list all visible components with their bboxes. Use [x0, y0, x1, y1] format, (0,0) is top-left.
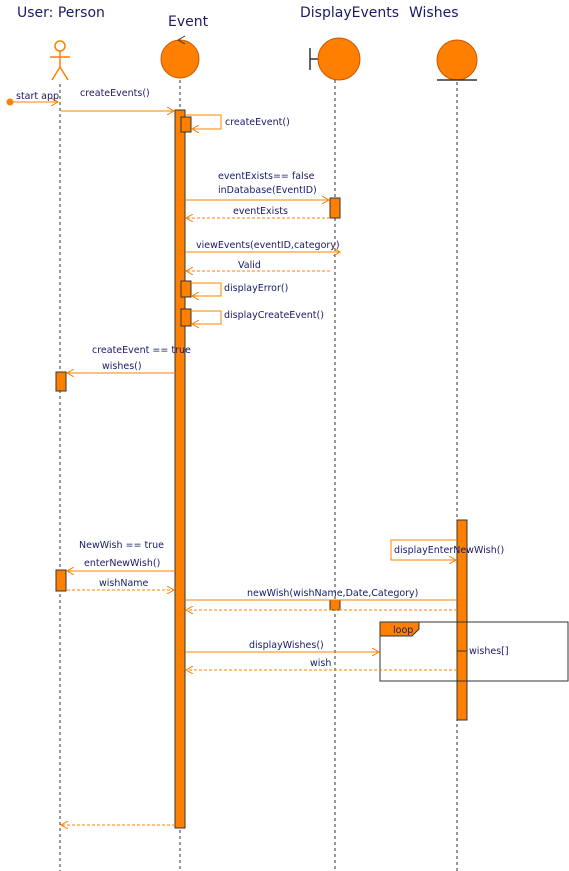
activation-person-wishes [55, 371, 67, 392]
control-icon [160, 35, 200, 79]
start-app-label: start app [16, 91, 59, 102]
participant-display-label: DisplayEvents [300, 5, 399, 21]
display-enter-new-wish-label: displayEnterNewWish() [394, 545, 504, 556]
entity-icon [436, 39, 478, 81]
actor-icon [50, 40, 70, 81]
display-create-event-label: displayCreateEvent() [224, 310, 324, 321]
activation-event-main [174, 109, 186, 829]
activation-create-event [180, 116, 192, 133]
start-dot [6, 98, 14, 106]
valid-label: Valid [238, 260, 261, 271]
display-error-label: displayError() [224, 283, 288, 294]
activation-display-create-event [180, 308, 192, 327]
loop-label: loop [393, 625, 413, 636]
display-wishes-label: displayWishes() [249, 640, 324, 651]
event-exists-false-label: eventExists== false [218, 171, 315, 182]
wish-label: wish [310, 658, 331, 669]
enter-new-wish-label: enterNewWish() [84, 558, 160, 569]
activation-display-error [180, 280, 192, 298]
new-wish-true-label: NewWish == true [79, 540, 164, 551]
participant-wishes-label: Wishes [409, 5, 459, 21]
create-event-label: createEvent() [225, 117, 290, 128]
activation-display-indatabase [329, 197, 341, 219]
participant-event-label: Event [168, 14, 209, 30]
boundary-icon [309, 37, 361, 81]
activation-display-newwish [329, 599, 341, 611]
in-database-label: inDatabase(EventID) [218, 185, 317, 196]
display-enter-new-wish-arrow [390, 539, 457, 560]
activation-wishes [456, 519, 468, 721]
create-events-label: createEvents() [80, 88, 150, 99]
new-wish-label: newWish(wishName,Date,Category) [247, 588, 418, 599]
event-exists-label: eventExists [233, 206, 288, 217]
view-events-label: viewEvents(eventID,category) [196, 240, 340, 251]
display-create-event-self-arrow [191, 310, 222, 324]
activation-person-enternewwish [55, 569, 67, 592]
create-event-self-arrow [186, 114, 222, 129]
create-event-true-label: createEvent == true [92, 345, 191, 356]
loop-tag [379, 621, 420, 637]
wishes-call-label: wishes() [102, 361, 142, 372]
display-error-self-arrow [191, 282, 222, 296]
loop-fragment [379, 621, 569, 682]
participant-person-label: User: Person [17, 5, 105, 21]
wish-name-label: wishName [99, 578, 149, 589]
wishes-array-label: wishes[] [469, 646, 509, 657]
